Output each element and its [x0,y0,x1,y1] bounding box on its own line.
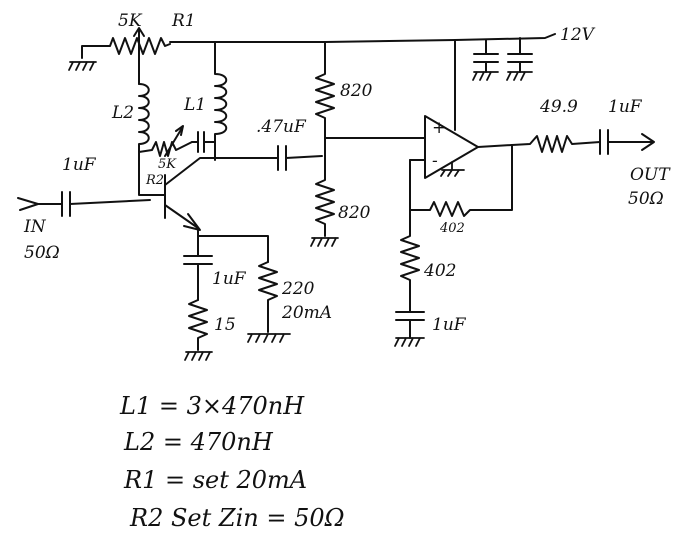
l1-label: L1 [183,95,206,115]
in-label: IN [23,217,47,237]
op-amp [409,39,513,179]
supply-decoupling [472,37,533,81]
c-out-label: 1uF [608,97,643,117]
r2-value-label: 5K [158,157,177,172]
supply-label: 12V [560,25,596,45]
r-820-top [315,41,335,157]
r1-value-label: 5K [118,11,143,31]
r-feedback-label: 402 [439,221,465,236]
c-emitter-label: 1uF [212,269,247,289]
r-820-bottom-label: 820 [338,203,371,223]
r1-potentiometer [68,27,171,85]
note-r2: R2 Set Zin = 50Ω [129,504,345,532]
note-l1: L1 = 3×470nH [119,392,305,420]
transistor [138,151,263,231]
l2-inductor [138,83,150,153]
c-mid-label: .47uF [256,117,307,137]
r1-name-label: R1 [171,11,196,31]
r-820-top-label: 820 [340,81,373,101]
output-section [511,129,655,155]
in-impedance-label: 50Ω [24,243,60,263]
out-label: OUT [630,165,671,185]
coupling-capacitor-047uf [261,145,323,171]
r-15-label: 15 [214,315,236,335]
c-in-label: 1uF [62,155,97,175]
emitter-current-label: 20mA [281,303,332,323]
c-ground-label: 1uF [432,315,467,335]
r2-potentiometer [138,125,216,157]
input-section [17,191,151,217]
feedback-network [394,144,513,347]
top-rail [169,33,556,43]
emitter-network [183,227,291,361]
r-820-bottom [310,155,339,247]
out-impedance-label: 50Ω [628,189,664,209]
opamp-plus-label: + [432,118,446,138]
r-220-label: 220 [281,279,315,299]
note-l2: L2 = 470nH [123,428,274,456]
note-r1: R1 = set 20mA [123,466,307,494]
r-ground-label: 402 [423,261,456,281]
opamp-minus-label: - [432,151,438,171]
r2-name-label: R2 [145,173,164,188]
r-out-label: 49.9 [539,97,578,117]
l1-inductor [214,41,228,161]
l2-label: L2 [111,103,134,123]
